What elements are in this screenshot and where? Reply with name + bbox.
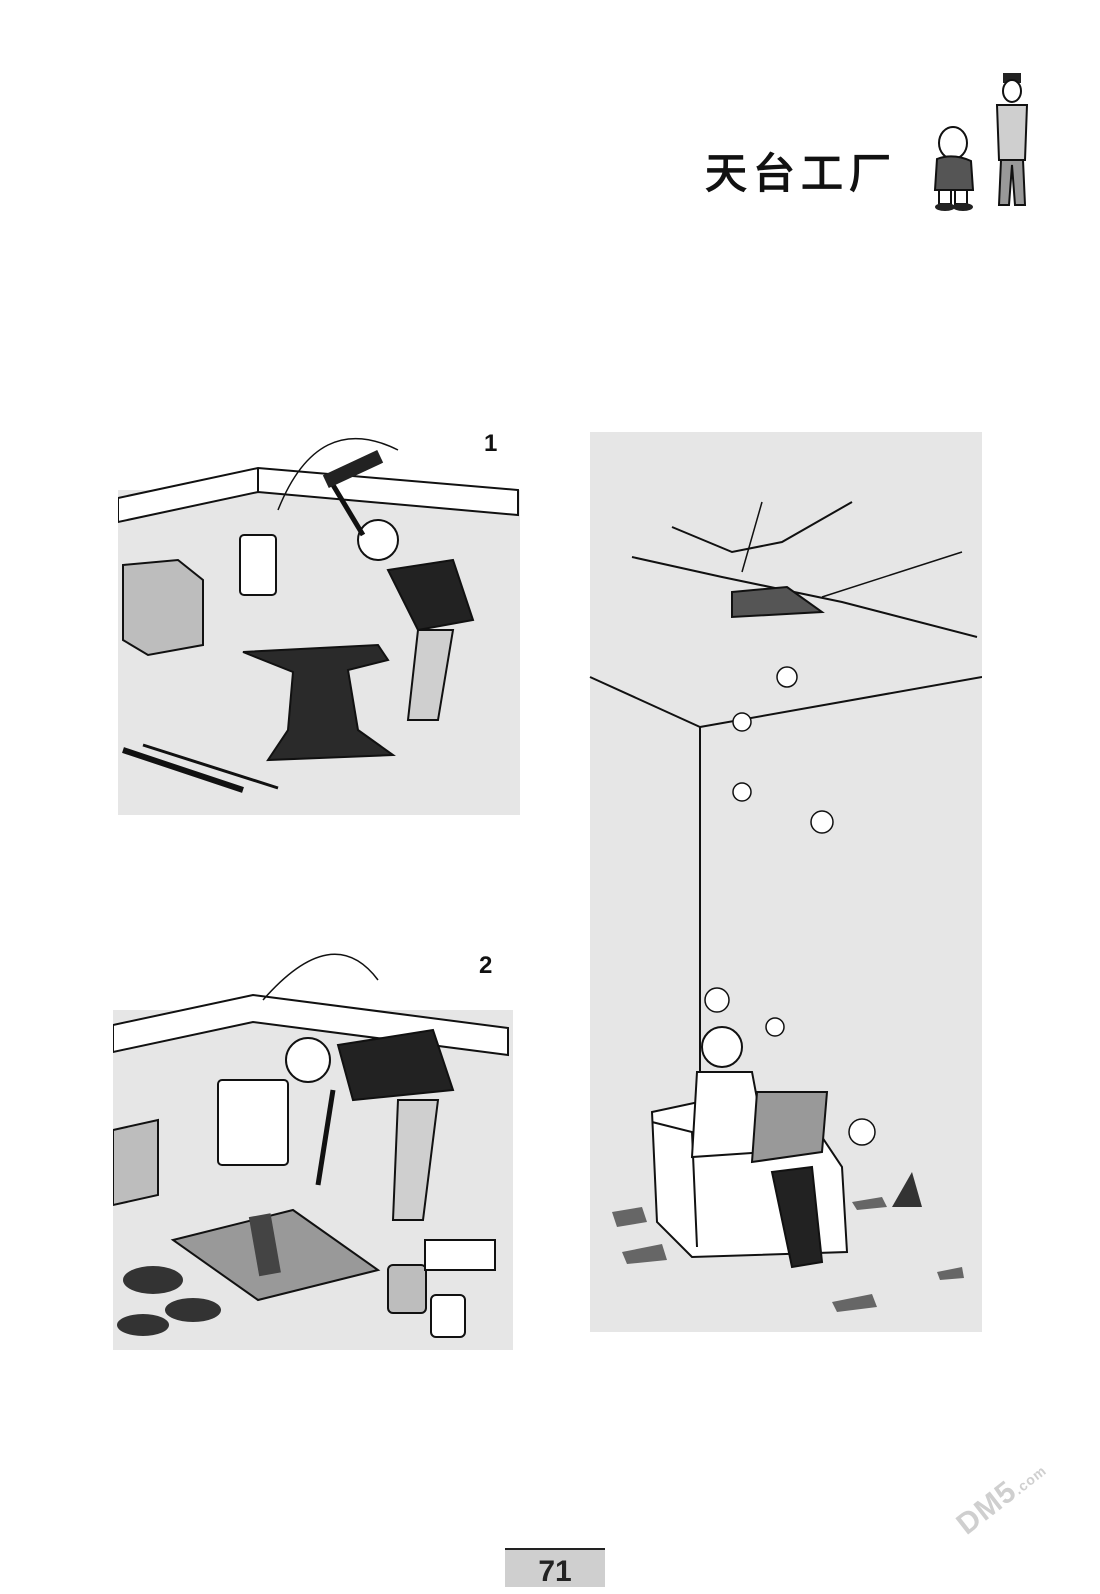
watermark-suffix: .com — [1010, 1462, 1050, 1498]
panel-1-illustration — [118, 437, 520, 815]
panel-2-illustration — [113, 953, 513, 1350]
site-watermark: DM5.com — [950, 1452, 1052, 1542]
page-title: 天台工厂 — [705, 149, 898, 198]
panel-3-illustration — [589, 432, 982, 1332]
title-characters-illustration — [933, 73, 1029, 211]
page-number: 71 — [505, 1548, 605, 1588]
panel-2-number: 2 — [479, 952, 493, 979]
panel-1-number: 1 — [484, 430, 498, 457]
